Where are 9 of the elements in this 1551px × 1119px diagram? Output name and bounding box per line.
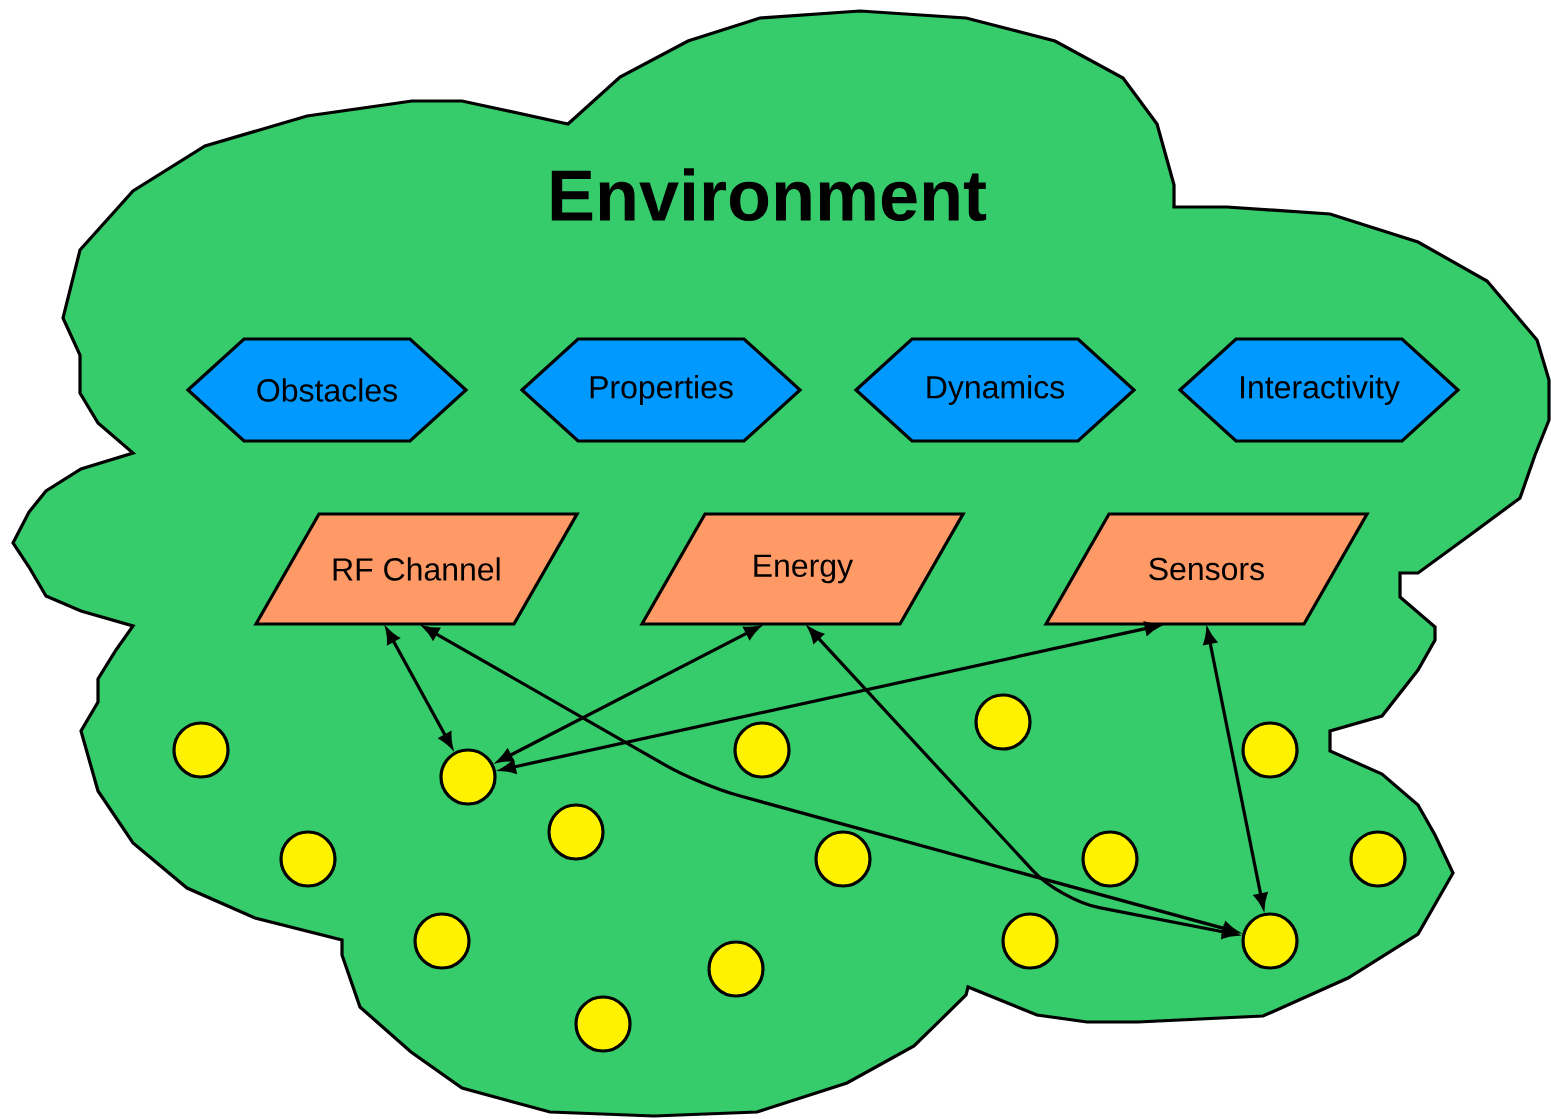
circle [279, 830, 337, 888]
circle [413, 912, 471, 970]
circle [547, 803, 605, 861]
circle [707, 940, 765, 998]
circle [1349, 830, 1407, 888]
circle [574, 995, 632, 1053]
circle [439, 748, 497, 806]
circle [172, 721, 230, 779]
circle [1241, 912, 1299, 970]
